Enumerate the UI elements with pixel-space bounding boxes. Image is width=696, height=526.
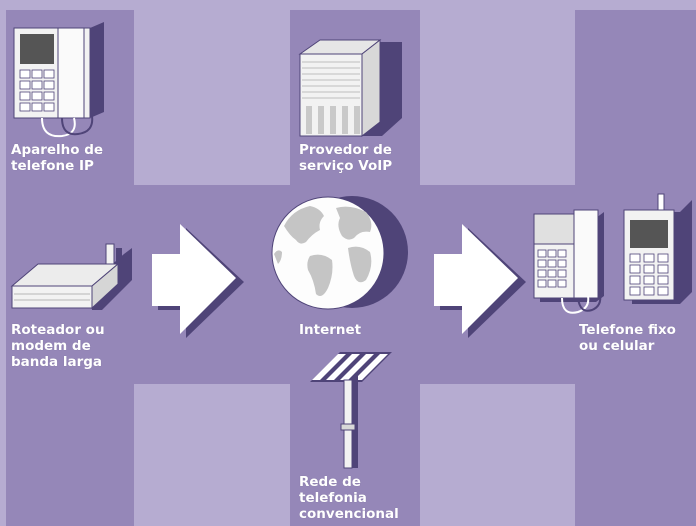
ip-phone-label-line2: telefone IP: [11, 158, 94, 174]
pstn-label-line1: Rede de: [299, 474, 361, 490]
server-building-icon: [298, 38, 402, 138]
pstn-label: Rede de telefonia convencional: [299, 474, 399, 522]
pstn-label-line3: convencional: [299, 506, 399, 522]
router-label-line1: Roteador ou: [11, 322, 105, 338]
desk-phone-icon: [13, 22, 104, 138]
router-icon: [10, 243, 132, 310]
router-label: Roteador ou modem de banda larga: [11, 322, 105, 370]
ip-phone-label-line1: Aparelho de: [11, 142, 104, 158]
bg-cell-top-right: [575, 0, 696, 10]
phones-icon: [533, 193, 692, 314]
bg-cell-bottom-mid-left: [134, 384, 290, 526]
telephone-pole-icon: [310, 352, 392, 469]
globe-icon: [271, 196, 408, 310]
destination-label-line2: ou celular: [579, 338, 655, 354]
voip-provider-label-line1: Provedor de: [299, 142, 392, 158]
bg-cell-top-center: [290, 0, 420, 10]
bg-cell-top-left: [0, 0, 134, 10]
voip-provider-label-line2: serviço VoIP: [299, 158, 393, 174]
router-label-line2: modem de: [11, 338, 91, 354]
internet-label-line1: Internet: [299, 322, 362, 338]
bg-cell-top-mid-right: [420, 0, 575, 185]
pstn-label-line2: telefonia: [299, 490, 367, 506]
router-label-line3: banda larga: [11, 354, 103, 370]
arrow-right-icon: [152, 224, 244, 338]
arrow-right-icon: [434, 224, 526, 338]
bg-cell-left-strip: [0, 0, 6, 526]
bg-cell-top-mid-left: [134, 0, 290, 185]
voip-provider-label: Provedor de serviço VoIP: [299, 142, 392, 174]
bg-cell-bottom-mid-right: [420, 384, 575, 526]
destination-label-line1: Telefone fixo: [579, 322, 676, 338]
destination-label: Telefone fixo ou celular: [579, 322, 676, 354]
internet-label: Internet: [299, 322, 361, 338]
ip-phone-label: Aparelho de telefone IP: [11, 142, 103, 174]
